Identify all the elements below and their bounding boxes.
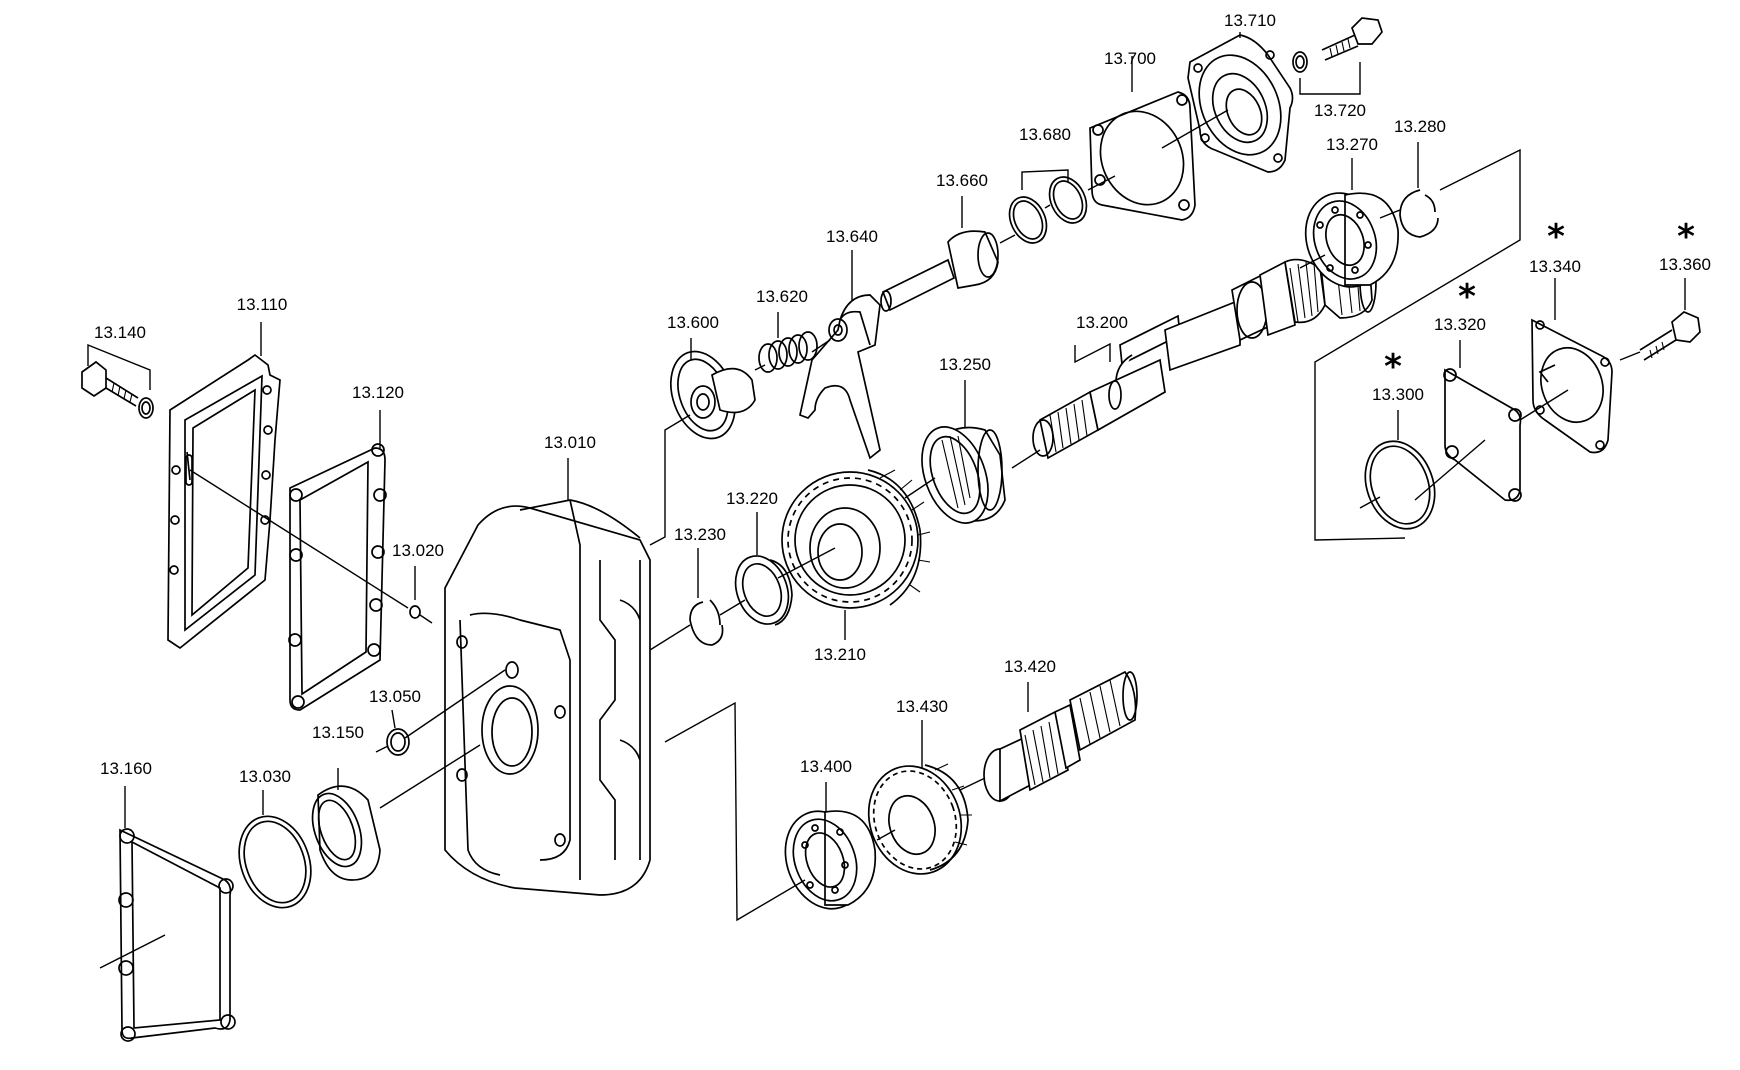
- circlip-13230[interactable]: [689, 599, 724, 646]
- bolt-13140[interactable]: [81, 360, 154, 419]
- label-13200: 13.200: [1076, 313, 1128, 332]
- label-13010: 13.010: [544, 433, 596, 452]
- asterisk-13360: *: [1677, 217, 1695, 257]
- label-13300: 13.300: [1372, 385, 1424, 404]
- output-shaft-13420[interactable]: [983, 670, 1138, 803]
- label-13150: 13.150: [312, 723, 364, 742]
- gasket-13320[interactable]: [1443, 368, 1522, 502]
- o-rings-13680[interactable]: [1002, 171, 1093, 249]
- o-ring-13030[interactable]: [227, 806, 323, 918]
- shift-fork-13640[interactable]: [799, 294, 881, 460]
- label-13710: 13.710: [1224, 11, 1276, 30]
- label-13280: 13.280: [1394, 117, 1446, 136]
- side-cover[interactable]: [167, 353, 281, 650]
- bearing-13400[interactable]: [772, 800, 878, 920]
- label-13020: 13.020: [392, 541, 444, 560]
- label-13160: 13.160: [100, 759, 152, 778]
- synchronizer-13250[interactable]: [910, 418, 1006, 532]
- leader-lines: [87, 32, 1686, 969]
- part-labels: 13.140 13.110 13.120 13.020 13.010 13.05…: [94, 11, 1711, 786]
- label-13250: 13.250: [939, 355, 991, 374]
- o-ring-13300[interactable]: [1354, 431, 1447, 538]
- piston-13600[interactable]: [659, 342, 756, 447]
- label-13320: 13.320: [1434, 315, 1486, 334]
- label-13720: 13.720: [1314, 101, 1366, 120]
- label-13680: 13.680: [1019, 125, 1071, 144]
- bolt-13360[interactable]: [1639, 311, 1701, 361]
- label-13620: 13.620: [756, 287, 808, 306]
- label-13640: 13.640: [826, 227, 878, 246]
- label-13030: 13.030: [239, 767, 291, 786]
- label-13360: 13.360: [1659, 255, 1711, 274]
- bearing-flange-13710[interactable]: [1184, 34, 1297, 173]
- asterisk-13300: *: [1384, 347, 1402, 387]
- asterisk-13340: *: [1547, 217, 1565, 257]
- bottom-cover-gasket[interactable]: [118, 828, 236, 1042]
- flange-gasket-13700[interactable]: [1085, 91, 1198, 221]
- label-13340: 13.340: [1529, 257, 1581, 276]
- spring-13620[interactable]: [758, 331, 818, 373]
- bolt-13720[interactable]: [1292, 17, 1383, 73]
- label-13110: 13.110: [237, 295, 288, 314]
- label-13210: 13.210: [814, 645, 866, 664]
- label-13400: 13.400: [800, 757, 852, 776]
- side-cover-gasket[interactable]: [288, 443, 387, 711]
- gear-13430[interactable]: [854, 753, 976, 887]
- asterisk-13320: *: [1458, 277, 1476, 317]
- bearing-13220[interactable]: [727, 549, 798, 632]
- needle-bearing-13200[interactable]: [1032, 358, 1166, 460]
- shift-rod-13660[interactable]: [880, 230, 999, 312]
- label-13140: 13.140: [94, 323, 146, 342]
- asterisk-marks: * * * *: [1384, 217, 1695, 387]
- label-13270: 13.270: [1326, 135, 1378, 154]
- circlip-13280[interactable]: [1399, 189, 1439, 238]
- dowel-pin-13020[interactable]: [409, 605, 421, 619]
- bearing-sleeve-13150[interactable]: [303, 785, 381, 881]
- snap-ring-13050[interactable]: [386, 728, 410, 756]
- gear-13210[interactable]: [781, 469, 931, 609]
- label-13420: 13.420: [1004, 657, 1056, 676]
- label-13230: 13.230: [674, 525, 726, 544]
- gear-housing[interactable]: [444, 499, 651, 896]
- cover-flange-13340[interactable]: [1531, 318, 1613, 454]
- label-13600: 13.600: [667, 313, 719, 332]
- label-13660: 13.660: [936, 171, 988, 190]
- label-13220: 13.220: [726, 489, 778, 508]
- label-13050: 13.050: [369, 687, 421, 706]
- label-13700: 13.700: [1104, 49, 1156, 68]
- label-13430: 13.430: [896, 697, 948, 716]
- label-13120: 13.120: [352, 383, 404, 402]
